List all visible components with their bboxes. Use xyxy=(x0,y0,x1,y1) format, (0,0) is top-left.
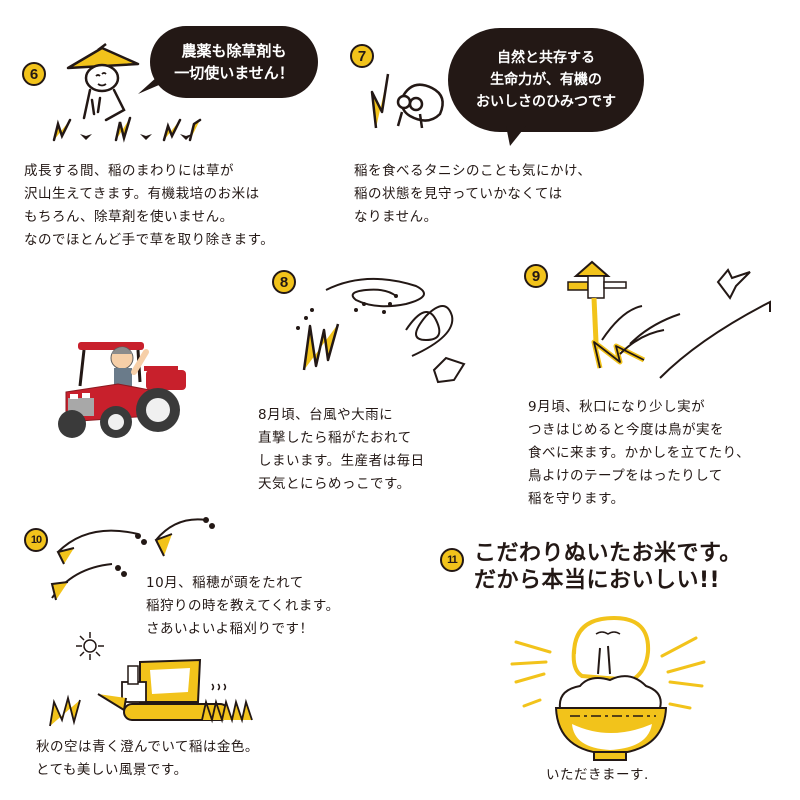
tractor-icon xyxy=(58,342,186,438)
text-line: 稲の状態を見守っていかなくては xyxy=(354,186,563,202)
caption-text: いただきまーす. xyxy=(546,767,649,783)
step-6-description: 成長する間、稲のまわりには草が 沢山生えてきます。有機栽培のお米は もちろん、除… xyxy=(24,160,274,252)
farmer-weeding-icon xyxy=(52,43,202,143)
bubble-line: 自然と共存する xyxy=(497,50,595,66)
scarecrow-icon xyxy=(567,260,771,379)
text-line: 成長する間、稲のまわりには草が xyxy=(24,163,234,179)
combine-harvester-icon xyxy=(49,632,253,727)
text-line: もちろん、除草剤を使いません。 xyxy=(24,209,234,225)
text-line: 稲狩りの時を教えてくれます。 xyxy=(146,598,340,614)
text-line: つきはじめると今度は鳥が実を xyxy=(528,422,724,438)
text-line: しまいます。生産者は毎日 xyxy=(258,453,425,469)
text-line: 秋の空は青く澄んでいて稲は金色。 xyxy=(36,739,259,755)
headline-line: だから本当においしい!! xyxy=(474,568,721,593)
text-line: 稲を守ります。 xyxy=(528,491,625,507)
step-number-badge: 9 xyxy=(524,264,548,288)
bubble-line: 生命力が、有機の xyxy=(490,72,602,88)
step-8-description: 8月頃、台風や大雨に 直撃したら稲がたおれて しまいます。生産者は毎日 天気とに… xyxy=(258,404,425,496)
text-line: 稲を食べるタニシのことも気にかけ、 xyxy=(354,163,592,179)
step-number-badge: 11 xyxy=(440,548,464,572)
text-line: なのでほとんど手で草を取り除きます。 xyxy=(24,232,275,248)
typhoon-icon xyxy=(296,277,466,384)
text-line: 9月頃、秋口になり少し実が xyxy=(528,399,706,415)
step-10-scenery-text: 秋の空は青く澄んでいて稲は金色。 とても美しい風景です。 xyxy=(36,736,259,782)
text-line: 食べに来ます。かかしを立てたり、 xyxy=(528,445,751,461)
headline-line: こだわりぬいたお米です。 xyxy=(474,541,742,566)
step-number-badge: 7 xyxy=(350,44,374,68)
bubble-line: 農薬も除草剤も xyxy=(181,42,287,60)
text-line: 8月頃、台風や大雨に xyxy=(258,407,394,423)
bubble-line: おいしさのひみつです xyxy=(476,94,616,110)
bubble-line: 一切使いません！ xyxy=(174,64,294,82)
text-line: 鳥よけのテープをはったりして xyxy=(528,468,723,484)
bubble-tail xyxy=(138,76,166,94)
text-line: さあいよいよ稲刈りです！ xyxy=(146,621,314,637)
rice-bowl-icon xyxy=(510,615,706,761)
step-7-description: 稲を食べるタニシのことも気にかけ、 稲の状態を見守っていかなくては なりません。 xyxy=(354,160,591,229)
closing-headline: こだわりぬいたお米です。 だから本当においしい!! xyxy=(474,540,742,594)
step-10-description: 10月、稲穂が頭をたれて 稲狩りの時を教えてくれます。 さあいよいよ稲刈りです！ xyxy=(146,572,340,641)
itadakimasu-caption: いただきまーす. xyxy=(546,764,649,787)
step-9-description: 9月頃、秋口になり少し実が つきはじめると今度は鳥が実を 食べに来ます。かかしを… xyxy=(528,396,750,511)
step-number-badge: 8 xyxy=(272,270,296,294)
rice-ears-icon xyxy=(50,517,215,601)
text-line: 直撃したら稲がたおれて xyxy=(258,430,412,446)
text-line: なりません。 xyxy=(354,209,438,225)
step-number-badge: 10 xyxy=(24,528,48,552)
snail-icon xyxy=(370,73,444,129)
speech-bubble: 農薬も除草剤も 一切使いません！ xyxy=(150,26,318,98)
text-line: 沢山生えてきます。有機栽培のお米は xyxy=(24,186,260,202)
text-line: 10月、稲穂が頭をたれて xyxy=(146,575,304,591)
text-line: とても美しい風景です。 xyxy=(36,762,188,778)
text-line: 天気とにらめっこです。 xyxy=(258,476,411,492)
step-number-badge: 6 xyxy=(22,62,46,86)
speech-bubble: 自然と共存する 生命力が、有機の おいしさのひみつです xyxy=(448,28,644,132)
bubble-tail xyxy=(506,126,526,146)
